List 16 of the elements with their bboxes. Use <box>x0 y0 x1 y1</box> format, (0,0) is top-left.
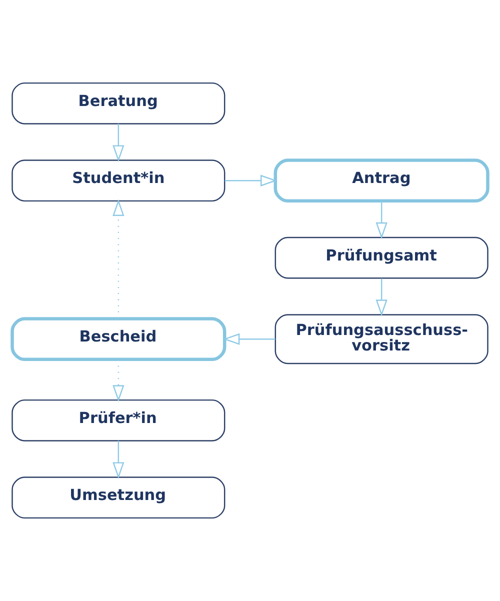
node-box: Beratung <box>12 82 226 124</box>
node-box: Umsetzung <box>12 476 226 519</box>
node-box: Prüfer*in <box>12 399 226 442</box>
arrow <box>112 440 124 479</box>
node-box: Prüfungsausschuss- vorsitz <box>274 314 488 364</box>
arrow <box>112 360 124 402</box>
arrow <box>112 199 124 318</box>
node-box: Student*in <box>12 160 226 202</box>
arrow <box>222 333 276 345</box>
node-box: Bescheid <box>10 317 226 362</box>
arrow <box>376 201 388 240</box>
arrow <box>224 174 278 186</box>
arrow <box>376 278 388 316</box>
node-box: Antrag <box>274 158 490 203</box>
node-box: Prüfungsamt <box>274 236 488 279</box>
arrow <box>112 124 124 162</box>
